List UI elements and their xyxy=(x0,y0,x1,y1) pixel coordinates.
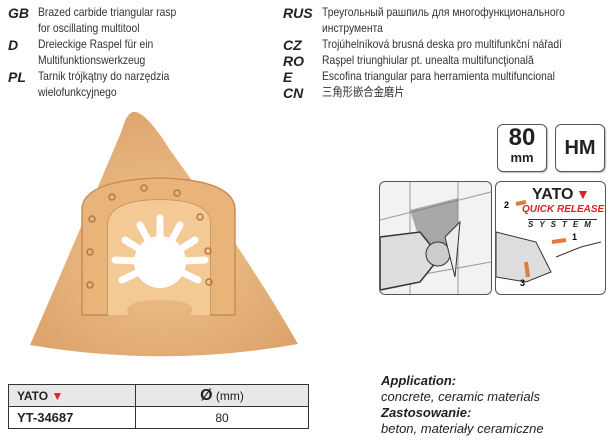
size-badge: 80 mm xyxy=(497,124,547,172)
lang-desc-cn: 三角形嵌合金磨片 xyxy=(322,85,405,99)
lang-code-gb: GB xyxy=(8,5,29,21)
yato-logo: YATO xyxy=(532,186,574,203)
application-text-en: concrete, ceramic materials xyxy=(381,389,540,404)
usage-illustration xyxy=(379,181,492,295)
brand-logo: YATO xyxy=(17,388,49,403)
lang-desc-pl-2: wielofunkcyjnego xyxy=(38,85,117,99)
lang-desc-gb-2: for oscillating multitool xyxy=(38,21,140,35)
application-title-pl: Zastosowanie: xyxy=(381,405,472,420)
diameter-unit: (mm) xyxy=(215,388,244,403)
diameter-header: Ø (mm) xyxy=(135,384,309,407)
quick-release-illustration: YATO ▼ QUICK RELEASE SYSTEM 1 2 3 xyxy=(495,181,606,295)
step-2: 2 xyxy=(504,200,509,210)
quick-release-label: QUICK RELEASE xyxy=(522,204,605,215)
model-cell: YT-34687 xyxy=(8,406,136,429)
lang-code-e: E xyxy=(283,69,293,85)
lang-code-cn: CN xyxy=(283,85,304,101)
lang-code-cz: CZ xyxy=(283,37,302,53)
size-value: 80 xyxy=(508,124,536,151)
triangular-rasp-image xyxy=(30,111,298,357)
step-3: 3 xyxy=(520,278,525,288)
lang-desc-rus-2: инструмента xyxy=(322,21,383,35)
lang-code-d: D xyxy=(8,37,19,53)
system-label: SYSTEM xyxy=(528,219,597,229)
application-text-pl: beton, materiały ceramiczne xyxy=(381,421,544,436)
lang-desc-pl: Tarnik trójkątny do narzędzia xyxy=(38,69,170,83)
application-title-en: Application: xyxy=(381,373,457,388)
product-table: YATO ▼ Ø (mm) YT-34687 80 xyxy=(8,384,309,429)
lang-desc-gb: Brazed carbide triangular rasp xyxy=(38,5,177,19)
lang-desc-rus: Треугольный рашпиль для многофункциональ… xyxy=(322,5,565,19)
material-badge: HM xyxy=(555,124,605,172)
lang-desc-d: Dreieckige Raspel für ein xyxy=(38,37,154,51)
lang-desc-d-2: Multifunktionswerkzeug xyxy=(38,53,146,67)
table-brand-cell: YATO ▼ xyxy=(8,384,136,407)
size-unit: mm xyxy=(510,150,534,165)
diameter-icon: Ø xyxy=(200,386,213,404)
step-1: 1 xyxy=(572,232,577,242)
yato-logo-mark-icon: ▼ xyxy=(576,186,590,202)
lang-code-pl: PL xyxy=(8,69,26,85)
lang-desc-cz: Trojúhelníková brusná deska pro multifun… xyxy=(322,37,562,51)
lang-code-rus: RUS xyxy=(283,5,313,21)
lang-desc-ro: Raşpel triunghiular pt. unealta multifun… xyxy=(322,53,534,67)
lang-code-ro: RO xyxy=(283,53,304,69)
lang-desc-e: Escofina triangular para herramienta mul… xyxy=(322,69,555,83)
yato-logo-icon: ▼ xyxy=(51,388,64,403)
diameter-cell: 80 xyxy=(135,406,309,429)
